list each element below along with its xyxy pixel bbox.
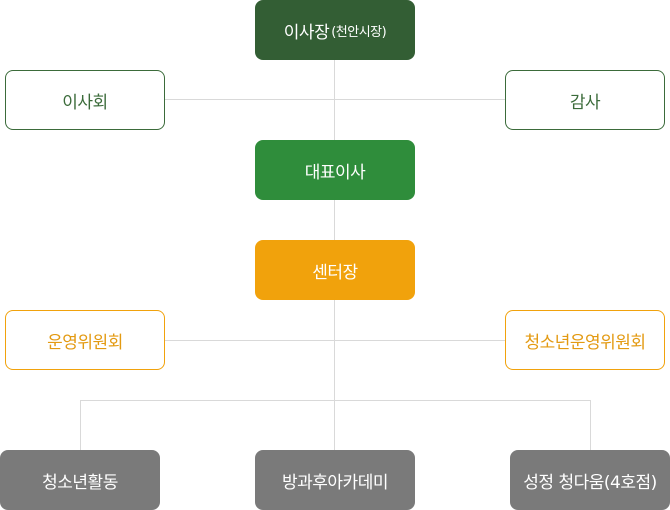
department-label: 방과후아카데미 bbox=[282, 472, 388, 493]
chairman-sub-label: (천안시장) bbox=[331, 24, 387, 40]
department-seongjeong-branch-box: 성정 청다움(4호점) bbox=[510, 450, 670, 510]
board-box: 이사회 bbox=[5, 70, 165, 130]
youth-committee-box: 청소년운영위원회 bbox=[505, 310, 665, 370]
connector-departments-horizontal bbox=[80, 400, 591, 401]
connector-board-auditor bbox=[165, 99, 506, 100]
department-label: 청소년활동 bbox=[42, 472, 118, 493]
director-label: 센터장 bbox=[312, 262, 358, 283]
connector-department-left bbox=[80, 400, 81, 451]
chairman-box: 이사장(천안시장) bbox=[255, 0, 415, 60]
department-afterschool-academy-box: 방과후아카데미 bbox=[255, 450, 415, 510]
auditor-box: 감사 bbox=[505, 70, 665, 130]
steering-committee-label: 운영위원회 bbox=[47, 332, 123, 353]
connector-committees bbox=[165, 340, 506, 341]
ceo-label: 대표이사 bbox=[304, 162, 366, 183]
department-youth-activity-box: 청소년활동 bbox=[0, 450, 160, 510]
department-label: 성정 청다움(4호점) bbox=[523, 472, 657, 493]
board-label: 이사회 bbox=[62, 92, 108, 113]
connector-department-right bbox=[590, 400, 591, 451]
steering-committee-box: 운영위원회 bbox=[5, 310, 165, 370]
auditor-label: 감사 bbox=[569, 92, 601, 113]
director-box: 센터장 bbox=[255, 240, 415, 300]
chairman-label: 이사장 bbox=[283, 22, 330, 43]
ceo-box: 대표이사 bbox=[255, 140, 415, 200]
youth-committee-label: 청소년운영위원회 bbox=[524, 332, 646, 353]
